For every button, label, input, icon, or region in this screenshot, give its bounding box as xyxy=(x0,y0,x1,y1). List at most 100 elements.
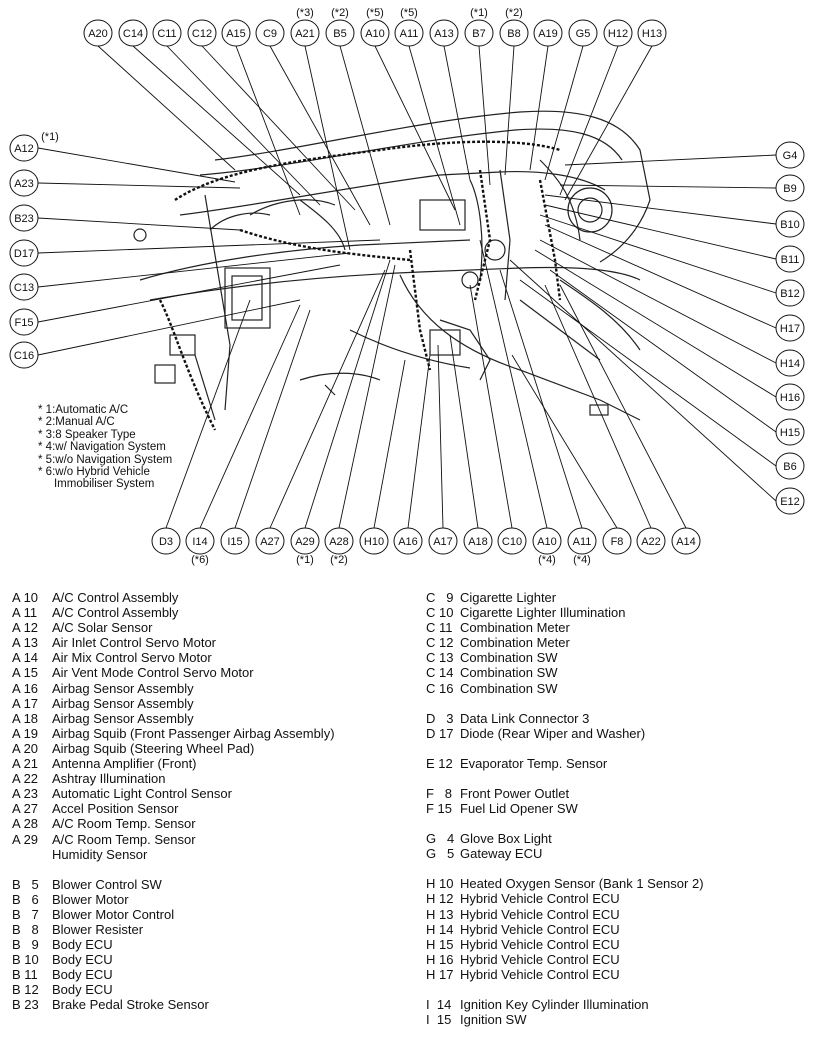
callout-note-tag: (*4) xyxy=(573,554,591,566)
legend-name: Blower Motor Control xyxy=(52,906,175,922)
callout-code: A11 xyxy=(400,28,419,40)
callout-code: C14 xyxy=(123,28,143,40)
callout-code: E12 xyxy=(780,496,800,508)
legend-name: Combination SW xyxy=(460,680,558,696)
leader-line xyxy=(539,239,777,364)
legend-name: Airbag Squib (Steering Wheel Pad) xyxy=(52,740,255,756)
legend-code: B 11 xyxy=(12,967,38,983)
callout-code: A29 xyxy=(295,536,315,548)
legend-code: F 8 xyxy=(426,785,453,801)
legend-name: Blower Motor xyxy=(52,891,129,907)
callout-a28-bottom: A28(*2) xyxy=(324,527,354,566)
legend-code: H 13 xyxy=(426,906,454,922)
leader-line xyxy=(559,184,777,189)
callout-code: I15 xyxy=(227,536,242,548)
callout-code: A19 xyxy=(538,28,558,40)
leader-line xyxy=(544,224,777,329)
leader-line xyxy=(37,264,341,323)
leader-line xyxy=(539,214,777,294)
legend-name: Antenna Amplifier (Front) xyxy=(52,756,197,772)
callout-code: A13 xyxy=(434,28,454,40)
legend-code: H 14 xyxy=(426,921,454,937)
legend-code: H 12 xyxy=(426,891,454,907)
callout-h16-right: H16 xyxy=(775,383,805,411)
leader-line xyxy=(132,45,301,196)
callout-code: A11 xyxy=(573,536,592,548)
leader-line xyxy=(37,182,241,189)
callout-code: A17 xyxy=(433,536,453,548)
footnote-line: * 6:w/o Hybrid Vehicle xyxy=(38,466,150,479)
callout-note-tag: (*3) xyxy=(296,7,314,19)
leader-line xyxy=(529,45,549,171)
legend-code: C 11 xyxy=(426,620,453,636)
legend-code: C 9 xyxy=(426,590,454,605)
leader-line xyxy=(509,259,777,502)
legend-spacer xyxy=(426,741,704,756)
legend-code: C 10 xyxy=(426,605,454,621)
legend-name: Ignition Key Cylinder Illumination xyxy=(460,996,649,1012)
legend-name: Airbag Squib (Front Passenger Airbag Ass… xyxy=(52,725,335,741)
callout-i14-bottom: I14(*6) xyxy=(185,527,215,566)
callout-a12-left: A12(*1) xyxy=(9,131,59,162)
callout-note-tag: (*5) xyxy=(400,7,418,19)
callout-a17-bottom: A17 xyxy=(428,527,458,555)
callout-a29-bottom: A29(*1) xyxy=(290,527,320,566)
callout-code: A10 xyxy=(365,28,385,40)
leader-line xyxy=(559,284,687,529)
leader-line xyxy=(559,45,619,196)
legend-name: Heated Oxygen Sensor (Bank 1 Sensor 2) xyxy=(460,876,704,892)
leader-line xyxy=(97,45,236,171)
callout-code: A10 xyxy=(537,536,557,548)
legend-name: Airbag Sensor Assembly xyxy=(52,680,194,696)
leader-line xyxy=(234,309,311,529)
callout-code: B6 xyxy=(783,461,796,473)
leader-line xyxy=(511,354,618,529)
legend-name: Hybrid Vehicle Control ECU xyxy=(460,891,620,907)
legend-code: A 12 xyxy=(12,620,39,636)
callout-code: A23 xyxy=(14,178,34,190)
legend-name: A/C Solar Sensor xyxy=(52,620,153,636)
callout-code: A22 xyxy=(641,536,661,548)
legend-code: B 9 xyxy=(12,937,39,953)
leader-line xyxy=(37,252,351,288)
callout-code: C13 xyxy=(14,282,34,294)
legend-code: A 17 xyxy=(12,695,39,711)
legend-code: H 16 xyxy=(426,951,454,967)
legend-entry: A 12 A/C Solar Sensor xyxy=(12,620,335,635)
leader-line xyxy=(339,45,391,226)
legend-code: F 15 xyxy=(426,801,453,817)
callout-code: H14 xyxy=(780,358,800,370)
legend-name: Evaporator Temp. Sensor xyxy=(460,755,608,771)
legend-code: C 13 xyxy=(426,650,454,666)
callout-h15-right: H15 xyxy=(775,418,805,446)
leader-line xyxy=(544,45,584,181)
legend-name: Blower Resister xyxy=(52,921,144,937)
callout-code: B7 xyxy=(472,28,485,40)
callout-b9-right: B9 xyxy=(775,174,805,202)
legend-code: H 10 xyxy=(426,876,454,892)
callout-code: C16 xyxy=(14,350,34,362)
leader-line xyxy=(235,45,301,216)
leader-line xyxy=(166,45,321,206)
callout-b8-top: B8(*2) xyxy=(499,7,529,47)
callout-note-tag: (*6) xyxy=(191,554,209,566)
callout-i15-bottom: I15 xyxy=(220,527,250,555)
leader-line xyxy=(504,45,515,176)
